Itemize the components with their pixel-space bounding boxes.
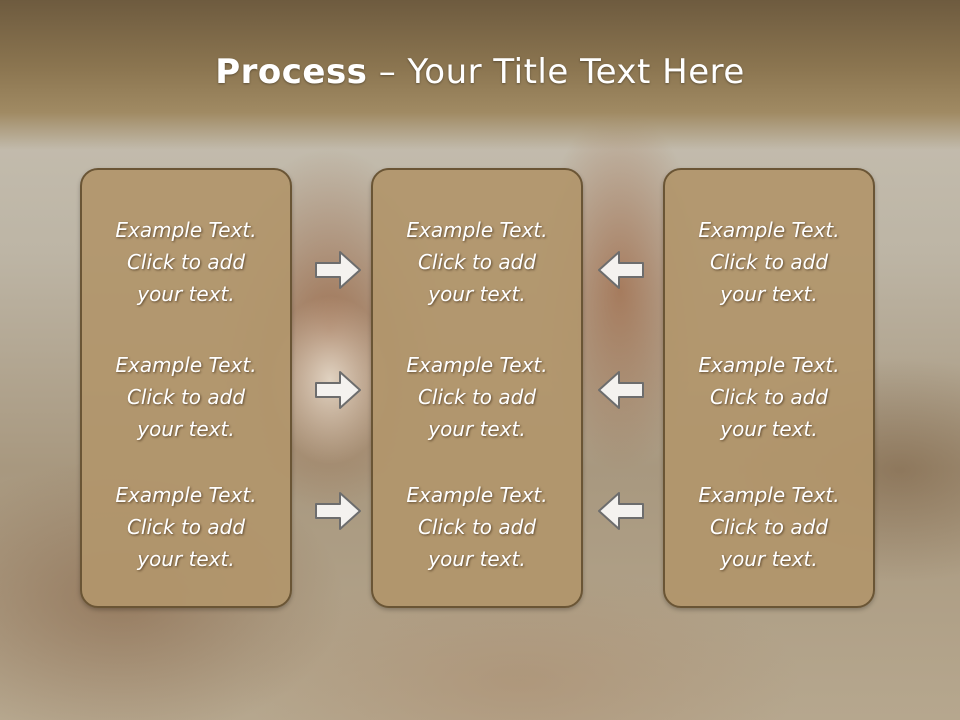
process-panel-right[interactable]: Example Text. Click to add your text. Ex… xyxy=(663,168,875,608)
text-line: your text. xyxy=(137,417,235,441)
text-line: Click to add xyxy=(709,250,829,274)
title-bar xyxy=(0,0,960,150)
left-arrow-icon xyxy=(598,251,644,289)
text-line: your text. xyxy=(137,282,235,306)
right-arrow-icon xyxy=(315,251,361,289)
text-line: Example Text. xyxy=(406,218,548,242)
text-line: Click to add xyxy=(126,515,246,539)
text-line: Example Text. xyxy=(406,353,548,377)
slide-title[interactable]: Process – Your Title Text Here xyxy=(0,52,960,92)
text-line: Click to add xyxy=(417,250,537,274)
text-placeholder[interactable]: Example Text. Click to add your text. xyxy=(373,214,581,310)
text-line: your text. xyxy=(720,282,818,306)
text-line: Example Text. xyxy=(698,353,840,377)
text-placeholder[interactable]: Example Text. Click to add your text. xyxy=(82,479,290,575)
right-arrow-icon xyxy=(315,492,361,530)
title-rest: – Your Title Text Here xyxy=(367,52,745,92)
text-line: Example Text. xyxy=(698,218,840,242)
text-placeholder[interactable]: Example Text. Click to add your text. xyxy=(82,214,290,310)
text-line: Click to add xyxy=(709,385,829,409)
text-placeholder[interactable]: Example Text. Click to add your text. xyxy=(665,479,873,575)
text-placeholder[interactable]: Example Text. Click to add your text. xyxy=(373,479,581,575)
left-arrow-icon xyxy=(598,371,644,409)
process-panel-center[interactable]: Example Text. Click to add your text. Ex… xyxy=(371,168,583,608)
title-bold: Process xyxy=(215,52,368,92)
text-line: Click to add xyxy=(417,385,537,409)
text-placeholder[interactable]: Example Text. Click to add your text. xyxy=(373,349,581,445)
text-line: your text. xyxy=(137,547,235,571)
text-line: Click to add xyxy=(417,515,537,539)
text-line: your text. xyxy=(428,547,526,571)
text-line: Example Text. xyxy=(698,483,840,507)
text-line: your text. xyxy=(720,547,818,571)
text-line: your text. xyxy=(720,417,818,441)
text-line: Click to add xyxy=(709,515,829,539)
text-line: Click to add xyxy=(126,385,246,409)
text-placeholder[interactable]: Example Text. Click to add your text. xyxy=(665,214,873,310)
text-line: Example Text. xyxy=(115,483,257,507)
right-arrow-icon xyxy=(315,371,361,409)
text-line: your text. xyxy=(428,282,526,306)
text-line: Example Text. xyxy=(115,353,257,377)
text-placeholder[interactable]: Example Text. Click to add your text. xyxy=(665,349,873,445)
text-line: Click to add xyxy=(126,250,246,274)
text-line: Example Text. xyxy=(406,483,548,507)
text-line: your text. xyxy=(428,417,526,441)
text-placeholder[interactable]: Example Text. Click to add your text. xyxy=(82,349,290,445)
process-panel-left[interactable]: Example Text. Click to add your text. Ex… xyxy=(80,168,292,608)
text-line: Example Text. xyxy=(115,218,257,242)
left-arrow-icon xyxy=(598,492,644,530)
